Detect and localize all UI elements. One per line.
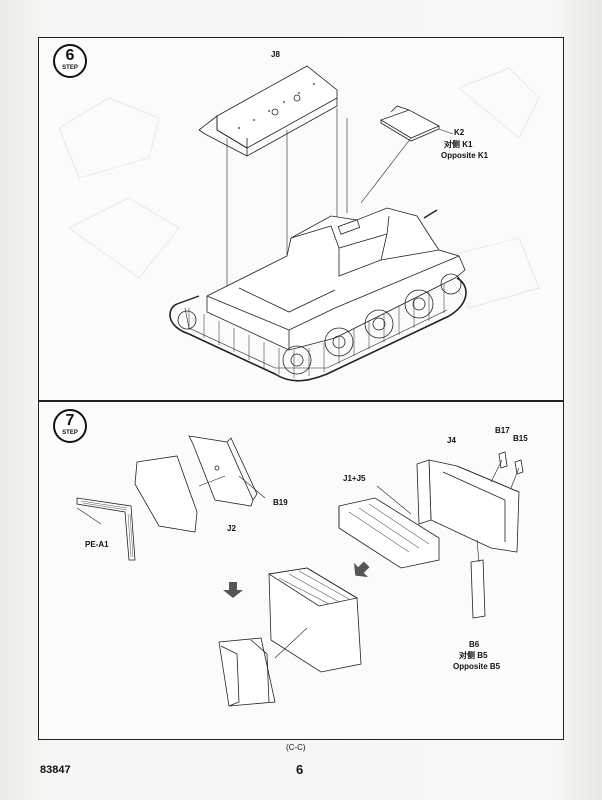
page-number: 6 (296, 762, 304, 777)
part-b6 (470, 559, 486, 619)
label-b6: B6 (469, 640, 480, 649)
arrow-down-left (223, 582, 243, 598)
label-j2: J2 (227, 524, 236, 533)
part-pe-a1 (76, 497, 136, 561)
step-6-badge: 6 STEP (53, 44, 87, 78)
step-7-drawing (76, 435, 524, 707)
part-b15 (514, 459, 524, 475)
step-6-label: STEP (62, 65, 78, 71)
label-b5-opposite: Opposite B5 (453, 662, 501, 671)
step-7-number: 7 (65, 412, 75, 429)
vehicle-hull (206, 207, 466, 351)
label-b5: 对侧 B5 (459, 651, 488, 660)
label-b15: B15 (513, 434, 528, 443)
arrow-down-right (353, 561, 370, 578)
label-b17: B17 (495, 426, 510, 435)
final-assembly-top (268, 567, 362, 673)
step-7-label: STEP (62, 430, 78, 436)
label-k1: 对侧 K1 (444, 140, 473, 149)
label-pe-a1: PE-A1 (85, 540, 109, 549)
label-j8: J8 (271, 50, 280, 59)
label-j4: J4 (447, 436, 456, 445)
step-7-panel: 7 STEP (38, 401, 564, 740)
final-assembly-side (218, 637, 276, 707)
step-6-panel: 6 STEP (38, 37, 564, 401)
step-7-badge: 7 STEP (53, 409, 87, 443)
label-k2: K2 (454, 128, 465, 137)
sheet-code: (C-C) (286, 743, 306, 752)
label-j1-j5: J1+J5 (343, 474, 366, 483)
part-k2-hatch (380, 109, 440, 139)
part-j4 (428, 459, 520, 553)
part-j8-roof-plate (216, 65, 338, 149)
part-j2-plate (134, 455, 198, 533)
label-b19: B19 (273, 498, 288, 507)
model-number: 83847 (40, 764, 71, 776)
part-b17 (498, 451, 508, 469)
step-6-drawing (58, 65, 540, 382)
label-k1-opposite: Opposite K1 (441, 151, 489, 160)
step-6-number: 6 (65, 47, 75, 64)
vehicle-tracks (169, 273, 467, 382)
